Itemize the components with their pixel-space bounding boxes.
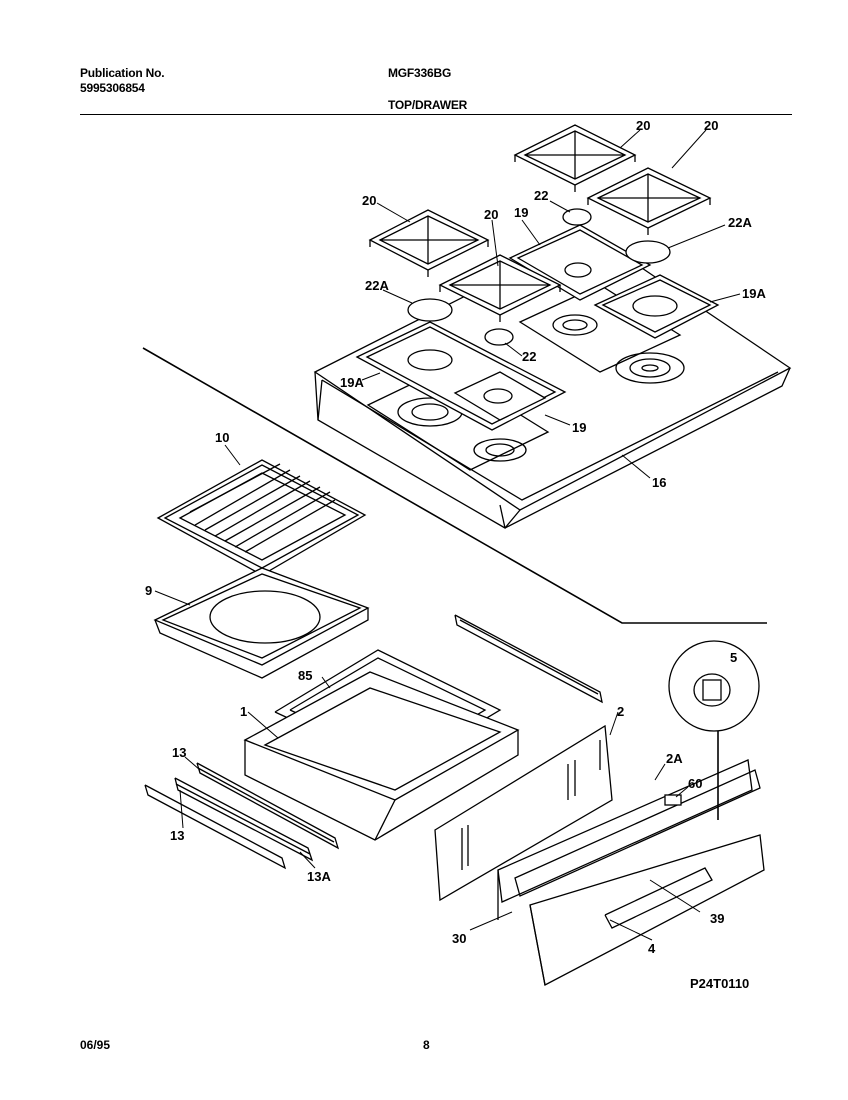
burner-frame-19-left (453, 371, 547, 421)
burner-cap-22-top (562, 208, 592, 226)
section-title: TOP/DRAWER (388, 98, 468, 112)
broiler-pan-9 (153, 567, 370, 679)
callout-13: 13 (170, 828, 184, 843)
callout-2A: 2A (666, 751, 683, 766)
callout-4: 4 (648, 941, 656, 956)
publication-date: 06/95 (80, 1038, 111, 1052)
burner-frame-19-right (508, 224, 652, 301)
drawer-slide-13-front (144, 784, 287, 870)
drawer-inner-panel-2 (434, 724, 613, 902)
grate-20-c (368, 209, 490, 277)
callout-5: 5 (730, 650, 737, 665)
callout-19A: 19A (742, 286, 766, 301)
drawer-slide-upper (454, 614, 603, 704)
callout-39: 39 (710, 911, 724, 926)
callout-22: 22 (534, 188, 548, 203)
callout-22A: 22A (728, 215, 752, 230)
callout-30: 30 (452, 931, 466, 946)
callout-19: 19 (514, 205, 528, 220)
drawer-body-1 (243, 671, 520, 841)
callout-22A: 22A (365, 278, 389, 293)
header-rule (80, 114, 792, 115)
callout-20: 20 (484, 207, 498, 222)
callout-13: 13 (172, 745, 186, 760)
callout-2: 2 (617, 704, 624, 719)
callout-9: 9 (145, 583, 152, 598)
handle-clip-60 (664, 794, 682, 806)
callout-13A: 13A (307, 869, 331, 884)
callout-19A: 19A (340, 375, 364, 390)
detail-circle-5 (668, 640, 760, 820)
broiler-grid-10 (156, 459, 367, 580)
callout-1: 1 (240, 704, 247, 719)
drawer-front-panel-4 (529, 834, 765, 986)
callout-19: 19 (572, 420, 586, 435)
burner-cap-22A-left (407, 298, 453, 322)
publication-label: Publication No. (80, 66, 165, 80)
grate-20-b (586, 167, 712, 235)
page-number: 8 (423, 1038, 430, 1052)
separator-line (142, 347, 767, 624)
drawer-slide-13A (174, 777, 314, 862)
callout-20: 20 (704, 118, 718, 133)
callout-85: 85 (298, 668, 312, 683)
burner-frame-19A-right (593, 274, 720, 339)
callout-16: 16 (652, 475, 666, 490)
grate-20-d (438, 254, 562, 322)
burner-cap-22-left (484, 328, 514, 346)
callout-60: 60 (688, 776, 702, 791)
callout-20: 20 (362, 193, 376, 208)
callout-10: 10 (215, 430, 229, 445)
grate-20-a (513, 124, 637, 192)
publication-number: 5995306854 (80, 81, 145, 95)
diagram-code: P24T0110 (690, 976, 750, 991)
callout-20: 20 (636, 118, 650, 133)
callout-22: 22 (522, 349, 536, 364)
leader-lines (154, 129, 741, 941)
model-number: MGF336BG (388, 66, 452, 80)
burner-cap-22A-right (625, 240, 671, 264)
